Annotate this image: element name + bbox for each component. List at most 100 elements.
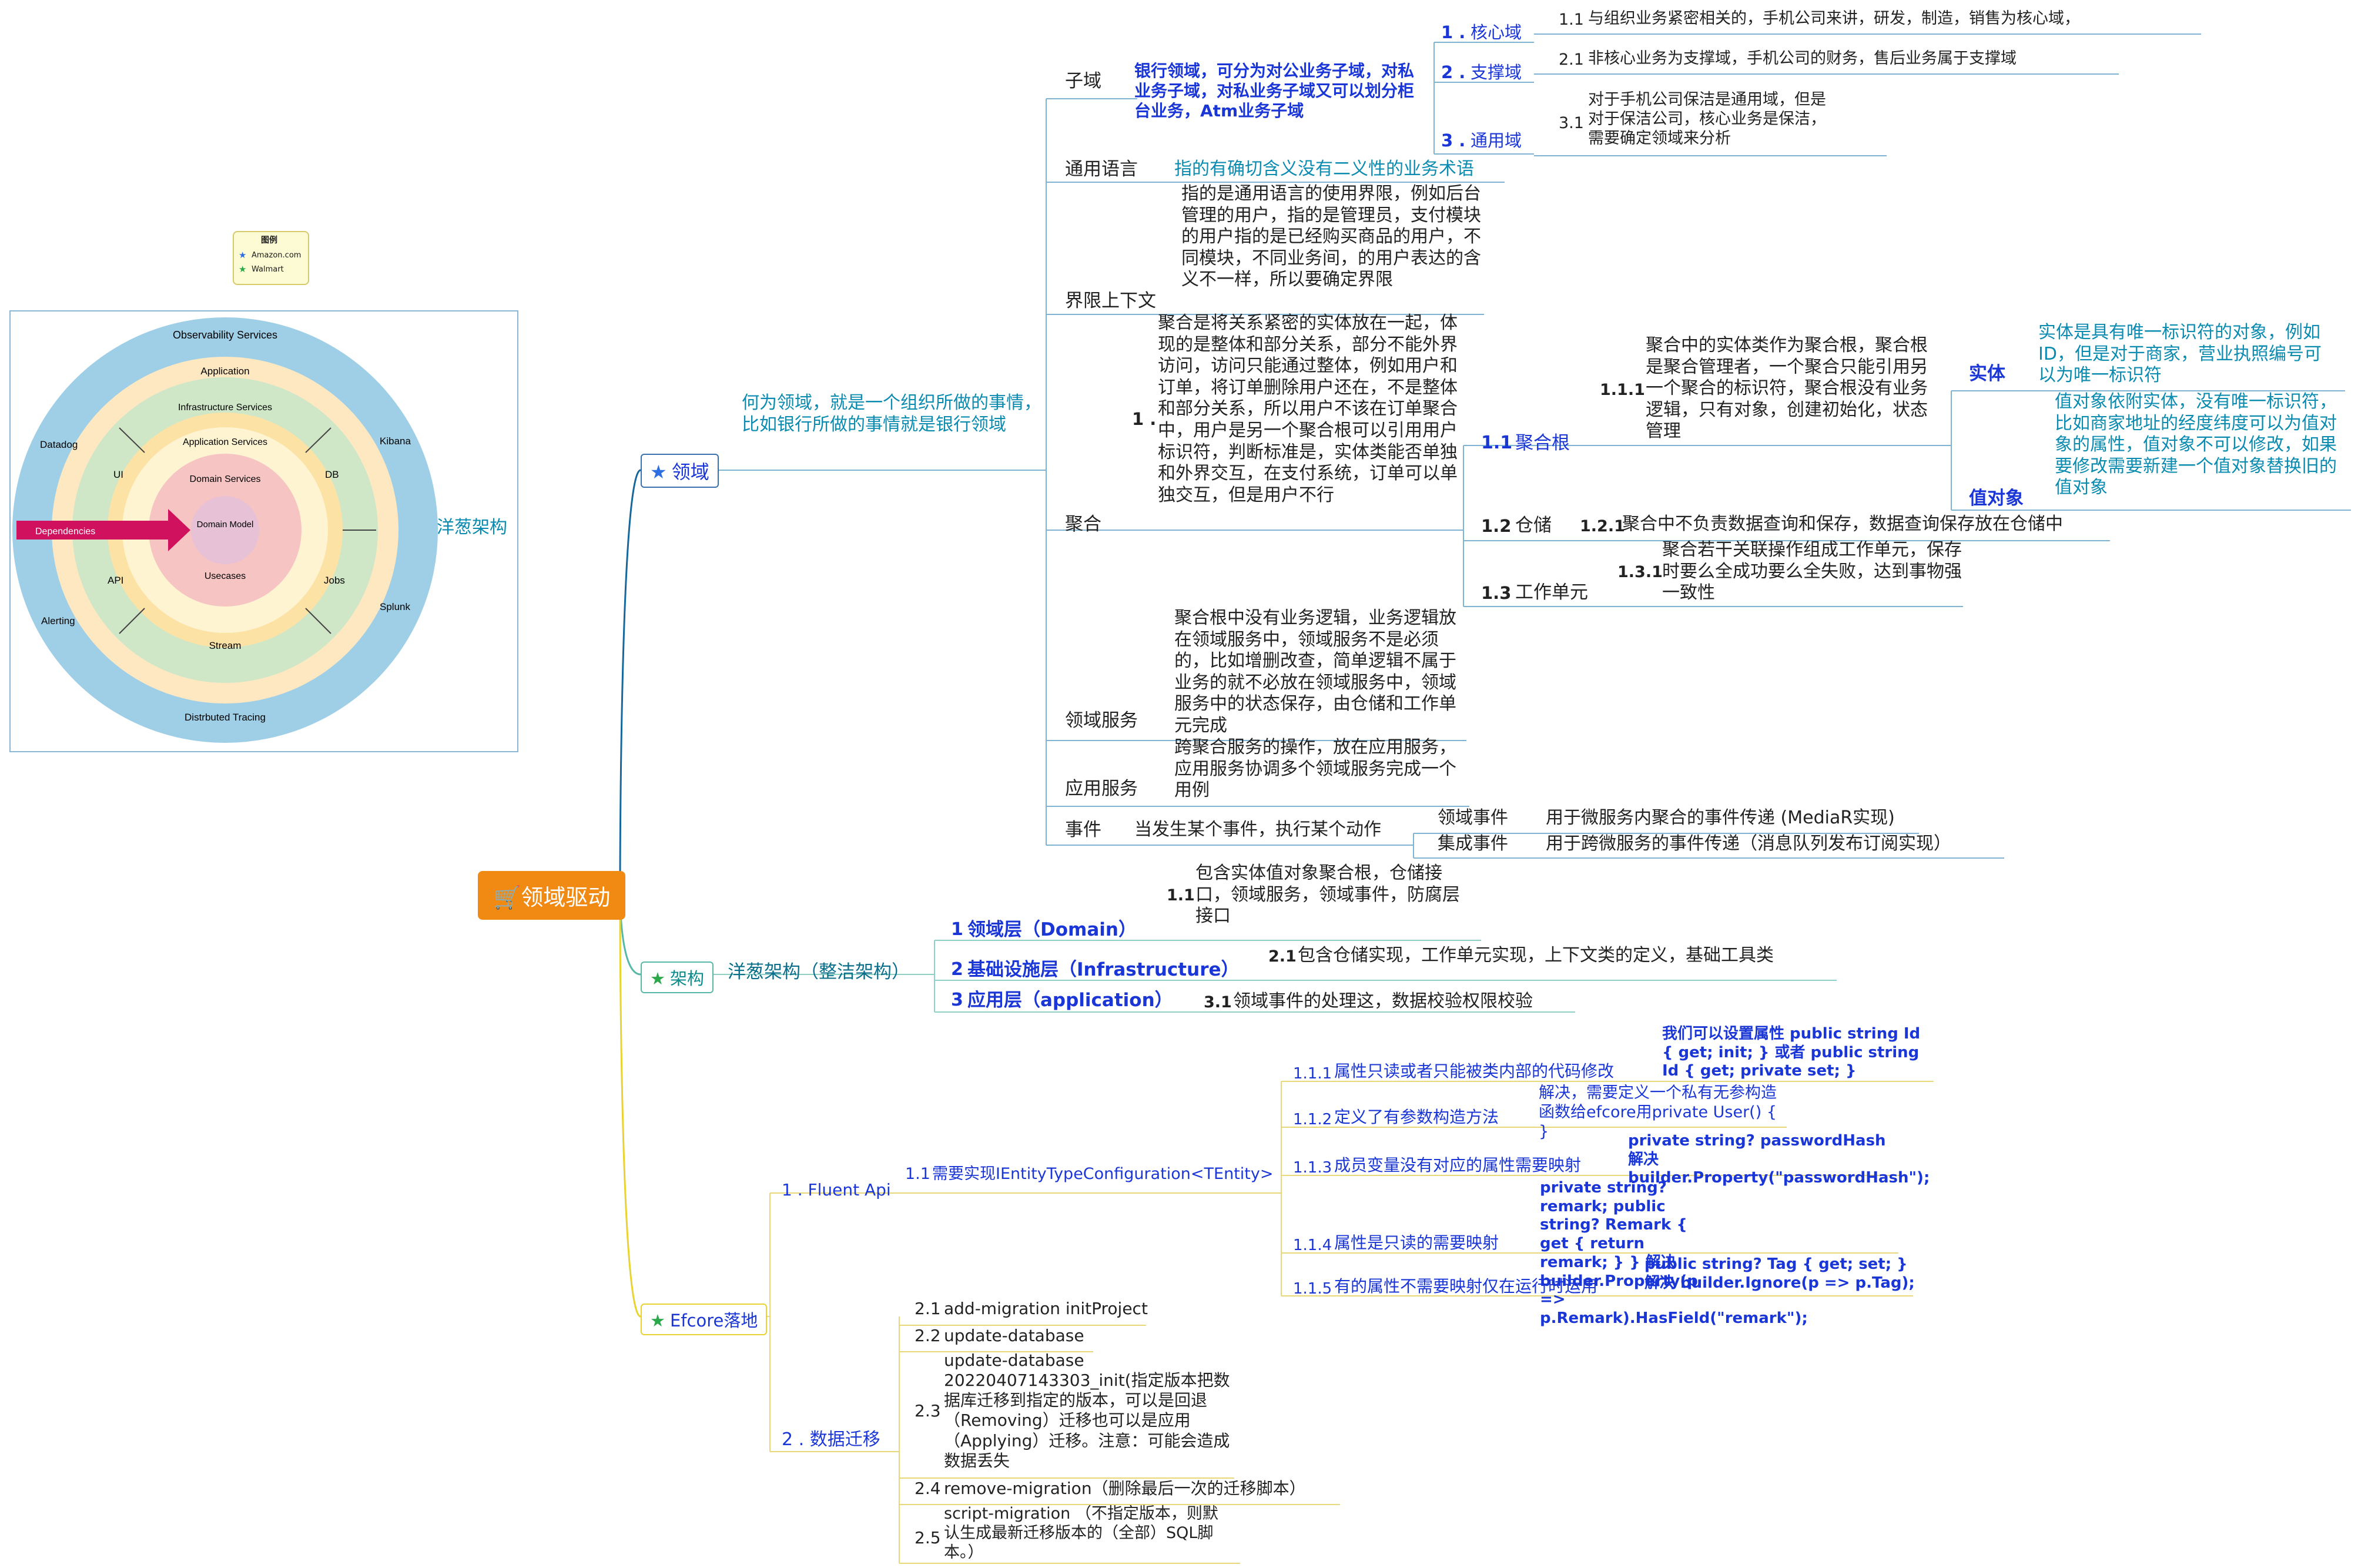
integration-event-label[interactable]: 集成事件 bbox=[1438, 833, 1508, 854]
arch-desc: 洋葱架构（整洁架构） bbox=[728, 961, 910, 983]
aggregate-desc: 聚合是将关系紧密的实体放在一起，体现的是整体和部分关系，部分不能外界访问，访问只… bbox=[1158, 313, 1458, 505]
svg-text:Datadog: Datadog bbox=[40, 439, 78, 450]
uow-detail: 聚合若干关联操作组成工作单元，保存时要么全成功要么全失败，达到事物强一致性 bbox=[1662, 540, 1962, 604]
repository-detail-num: 1.2.1 bbox=[1580, 517, 1625, 535]
svg-text:Splunk: Splunk bbox=[380, 601, 410, 612]
generic-domain-detail-num: 3.1 bbox=[1559, 114, 1584, 132]
value-object-label[interactable]: 值对象 bbox=[1969, 488, 2024, 509]
support-domain-detail-num: 2.1 bbox=[1559, 51, 1584, 69]
context-label[interactable]: 界限上下文 bbox=[1065, 290, 1156, 311]
fluent-item4-label[interactable]: 属性是只读的需要映射 bbox=[1334, 1233, 1499, 1252]
domain-event-desc: 用于微服务内聚合的事件传递 (MediaR实现) bbox=[1546, 808, 1895, 828]
migration-item3-num: 2.3 bbox=[915, 1401, 941, 1420]
svg-text:Usecases: Usecases bbox=[205, 571, 246, 581]
generic-domain-num: 3 . bbox=[1441, 130, 1466, 150]
fluent-item5-desc: public string? Tag { get; set; }解决 build… bbox=[1644, 1255, 1915, 1292]
svg-text:Infrastructure Services: Infrastructure Services bbox=[178, 403, 272, 413]
svg-text:Jobs: Jobs bbox=[324, 575, 345, 586]
domain-service-desc: 聚合根中没有业务逻辑，业务逻辑放在领域服务中，领域服务不是必须的，比如增删改查，… bbox=[1174, 608, 1456, 736]
entity-desc: 实体是具有唯一标识符的对象，例如ID，但是对于商家，营业执照编号可以为唯一标识符 bbox=[2038, 322, 2322, 386]
migration-item2-text: update-database bbox=[944, 1326, 1084, 1345]
migration-item4-num: 2.4 bbox=[915, 1479, 941, 1498]
support-domain-label[interactable]: 支撑域 bbox=[1471, 62, 1522, 82]
layer1-detail-num: 1.1 bbox=[1167, 886, 1195, 904]
migration-item5-text: script-migration （不指定版本，则默认生成最新迁移版本的（全部）… bbox=[944, 1505, 1218, 1562]
layer3-detail: 领域事件的处理这，数据校验权限校验 bbox=[1233, 991, 1533, 1011]
core-domain-num: 1 . bbox=[1441, 22, 1466, 42]
fluent-api-label[interactable]: 1 . Fluent Api bbox=[782, 1180, 891, 1200]
fluent-item1-desc: 我们可以设置属性 public string Id { get; init; }… bbox=[1662, 1025, 1921, 1080]
entity-label[interactable]: 实体 bbox=[1969, 363, 2005, 384]
branch-architecture[interactable]: ★架构 bbox=[641, 961, 714, 993]
root-node[interactable]: 🛒领域驱动 bbox=[478, 871, 626, 920]
domain-event-label[interactable]: 领域事件 bbox=[1438, 808, 1508, 828]
uow-label[interactable]: 工作单元 bbox=[1515, 582, 1588, 603]
migration-item2-num: 2.2 bbox=[915, 1326, 941, 1345]
aggregate-label[interactable]: 聚合 bbox=[1065, 514, 1101, 535]
svg-text:Stream: Stream bbox=[209, 640, 242, 651]
domain-service-label[interactable]: 领域服务 bbox=[1065, 710, 1138, 731]
fluent-item1-label[interactable]: 属性只读或者只能被类内部的代码修改 bbox=[1334, 1061, 1615, 1081]
language-desc: 指的有确切含义没有二义性的业务术语 bbox=[1174, 159, 1474, 179]
aggregate-root-num: 1.1 bbox=[1481, 433, 1513, 453]
event-label[interactable]: 事件 bbox=[1065, 819, 1101, 840]
svg-text:UI: UI bbox=[113, 469, 123, 480]
svg-text:API: API bbox=[108, 575, 123, 586]
migration-item1-text: add-migration initProject bbox=[944, 1299, 1148, 1318]
fluent-item3-label[interactable]: 成员变量没有对应的属性需要映射 bbox=[1334, 1155, 1582, 1175]
svg-text:Kibana: Kibana bbox=[380, 435, 411, 447]
migration-item1-num: 2.1 bbox=[915, 1299, 941, 1318]
value-object-desc: 值对象依附实体，没有唯一标识符，比如商家地址的经度纬度可以为值对象的属性，值对象… bbox=[2055, 391, 2337, 498]
svg-text:Domain Services: Domain Services bbox=[190, 474, 261, 484]
fluent-sub-label[interactable]: 需要实现IEntityTypeConfiguration<TEntity> bbox=[932, 1165, 1274, 1183]
core-domain-label[interactable]: 核心域 bbox=[1471, 22, 1522, 42]
legend-item-amazon: Amazon.com bbox=[252, 251, 302, 260]
integration-event-desc: 用于跨微服务的事件传递（消息队列发布订阅实现） bbox=[1546, 833, 1951, 854]
onion-caption: 洋葱架构 bbox=[437, 517, 507, 538]
layer3-label[interactable]: 应用层（application） bbox=[967, 990, 1173, 1011]
context-desc: 指的是通用语言的使用界限，例如后台管理的用户，指的是管理员，支付模块的用户指的是… bbox=[1181, 183, 1481, 290]
aggregate-num: 1 . bbox=[1132, 409, 1157, 429]
fluent-sub-num: 1.1 bbox=[905, 1165, 930, 1183]
layer3-detail-num: 3.1 bbox=[1204, 993, 1232, 1011]
migration-label[interactable]: 2 . 数据迁移 bbox=[782, 1429, 880, 1450]
star-icon: ★ bbox=[650, 1311, 665, 1331]
support-domain-num: 2 . bbox=[1441, 62, 1466, 82]
core-domain-detail: 与组织业务紧密相关的，手机公司来讲，研发，制造，销售为核心域， bbox=[1588, 9, 2080, 28]
legend-star-icon-blue: ★ bbox=[239, 250, 247, 260]
branch-efcore[interactable]: ★Efcore落地 bbox=[641, 1304, 768, 1335]
uow-detail-num: 1.3.1 bbox=[1617, 563, 1663, 581]
repository-detail: 聚合中不负责数据查询和保存，数据查询保存放在仓储中 bbox=[1622, 514, 2063, 534]
aggregate-root-label[interactable]: 聚合根 bbox=[1515, 433, 1570, 454]
fluent-item2-num: 1.1.2 bbox=[1293, 1111, 1332, 1128]
subdomain-desc: 银行领域，可分为对公业务子域，对私业务子域，对私业务子域又可以划分柜台业务，At… bbox=[1134, 61, 1415, 121]
generic-domain-label[interactable]: 通用域 bbox=[1471, 130, 1522, 150]
fluent-item4-desc: private string? remark; public string? R… bbox=[1540, 1179, 1808, 1328]
svg-text:DB: DB bbox=[325, 469, 339, 480]
fluent-item2-label[interactable]: 定义了有参数构造方法 bbox=[1334, 1107, 1499, 1127]
layer1-detail: 包含实体值对象聚合根，仓储接口，领域服务，领域事件，防腐层接口 bbox=[1195, 863, 1460, 927]
layer2-label[interactable]: 基础设施层（Infrastructure） bbox=[967, 959, 1240, 980]
legend: 图例 ★ Amazon.com ★ Walmart bbox=[233, 231, 309, 285]
aggregate-root-detail-num: 1.1.1 bbox=[1600, 381, 1645, 399]
layer1-num: 1 bbox=[951, 919, 963, 940]
star-icon: ★ bbox=[650, 461, 667, 483]
repository-label[interactable]: 仓储 bbox=[1515, 515, 1552, 536]
migration-item5-num: 2.5 bbox=[915, 1528, 941, 1547]
fluent-item5-num: 1.1.5 bbox=[1293, 1280, 1332, 1298]
fluent-item3-desc: private string? passwordHash 解决 builder.… bbox=[1628, 1132, 1930, 1187]
layer3-num: 3 bbox=[951, 990, 963, 1010]
branch-domain[interactable]: ★领域 bbox=[641, 454, 719, 488]
fluent-item5-label[interactable]: 有的属性不需要映射仅在运行时运用 bbox=[1334, 1276, 1598, 1296]
domain-desc: 何为领域，就是一个组织所做的事情，比如银行所做的事情就是银行领域 bbox=[742, 393, 1041, 435]
fluent-item2-desc: 解决，需要定义一个私有无参构造函数给efcore用private User() … bbox=[1539, 1084, 1777, 1141]
uow-num: 1.3 bbox=[1481, 583, 1512, 603]
subdomain-label[interactable]: 子域 bbox=[1065, 71, 1101, 92]
support-domain-detail: 非核心业务为支撑域，手机公司的财务，售后业务属于支撑域 bbox=[1588, 49, 2017, 68]
fluent-item4-num: 1.1.4 bbox=[1293, 1237, 1332, 1254]
app-service-label[interactable]: 应用服务 bbox=[1065, 778, 1138, 799]
aggregate-root-detail: 聚合中的实体类作为聚合根，聚合根是聚合管理者，一个聚合只能引用另一个聚合的标识符… bbox=[1646, 335, 1928, 442]
legend-title: 图例 bbox=[261, 236, 277, 245]
language-label[interactable]: 通用语言 bbox=[1065, 159, 1138, 180]
layer1-label[interactable]: 领域层（Domain） bbox=[967, 919, 1137, 940]
